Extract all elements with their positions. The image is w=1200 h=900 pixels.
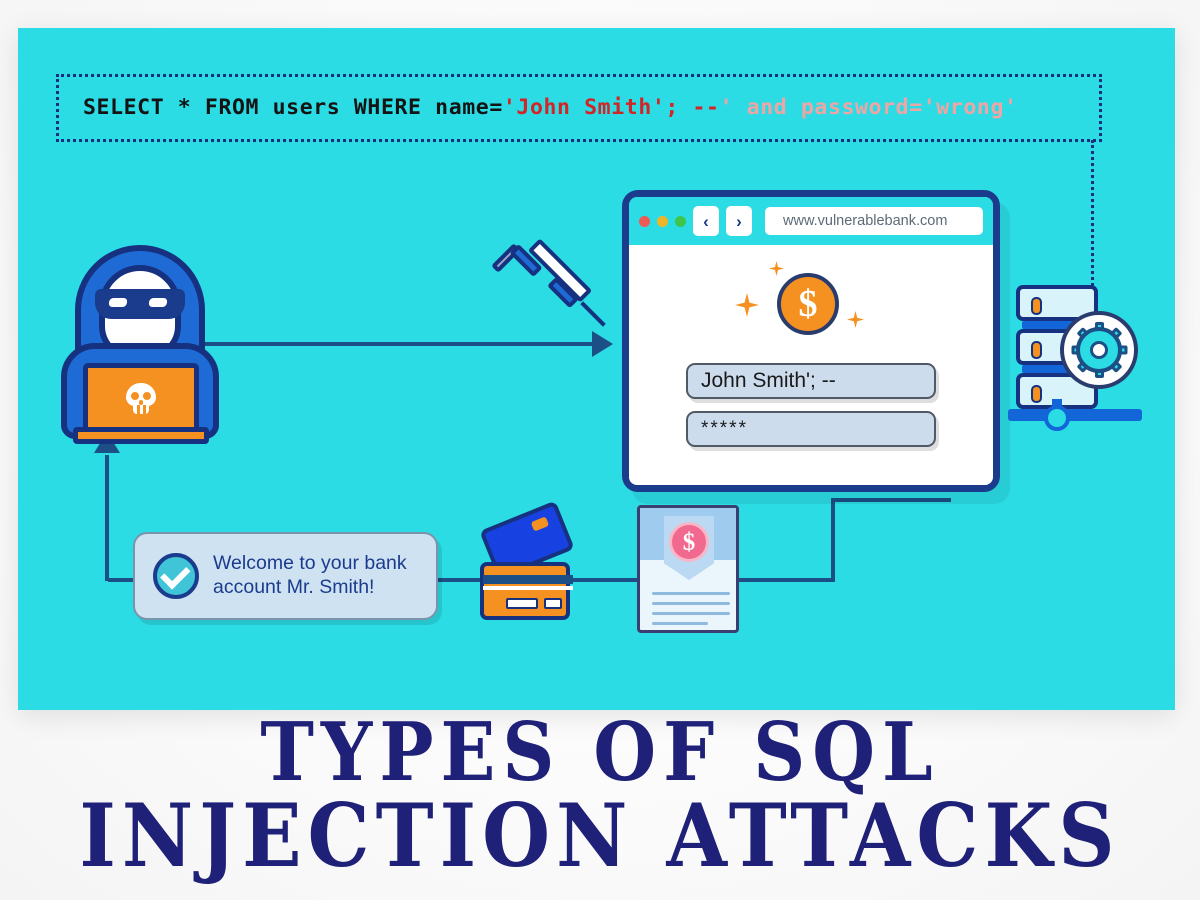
card-number-block-1	[506, 598, 538, 609]
hacker-mask-icon	[95, 289, 185, 319]
server-gear-badge	[1060, 311, 1138, 389]
flow-line-toast-to-hacker-vertical	[105, 455, 109, 581]
flow-line-right-top	[831, 498, 951, 502]
gear-icon	[1071, 322, 1128, 378]
skull-icon	[126, 383, 156, 415]
sql-commented-out: ' and password='wrong'	[719, 95, 1018, 121]
document-badge: $	[664, 516, 714, 580]
check-circle-icon	[153, 553, 199, 599]
card-number-block-2	[544, 598, 562, 609]
skull-nose	[139, 400, 143, 405]
window-maximize-dot[interactable]	[675, 215, 686, 227]
skull-eye-left	[131, 392, 139, 400]
hacker-laptop	[83, 363, 199, 435]
window-close-dot[interactable]	[639, 215, 650, 227]
server-connector-2	[1022, 365, 1090, 373]
sql-query-box: SELECT * FROM users WHERE name='John Smi…	[56, 74, 1102, 142]
syringe-needle	[580, 301, 606, 327]
server-led-3	[1031, 385, 1042, 403]
gear-center-hole	[1090, 341, 1108, 359]
browser-window[interactable]: ‹ › www.vulnerablebank.com $ John Smith'…	[622, 190, 1000, 492]
welcome-line-2: account Mr. Smith!	[213, 576, 375, 598]
dollar-coin-icon: $	[777, 273, 839, 335]
card-stripe-highlight	[483, 586, 573, 590]
flow-line-right-vertical	[831, 498, 835, 580]
flow-line-doc-to-right	[737, 578, 835, 582]
document-text-line-1	[652, 592, 730, 595]
server-base	[1008, 409, 1142, 421]
sql-injected-payload: 'John Smith'; --	[502, 95, 720, 121]
sql-query-line: SELECT * FROM users WHERE name='John Smi…	[59, 97, 1018, 119]
title-line-2: INJECTION ATTACKS	[79, 785, 1121, 888]
check-mark	[160, 558, 191, 590]
skull-tooth-1	[137, 405, 140, 414]
server-led-2	[1031, 341, 1042, 359]
credit-cards-icon	[479, 500, 590, 628]
hero-panel: SELECT * FROM users WHERE name='John Smi…	[18, 28, 1175, 710]
hacker-eye-right	[148, 298, 168, 307]
username-input[interactable]: John Smith'; --	[686, 363, 936, 399]
poster-title: TYPES OF SQL INJECTION ATTACKS	[0, 711, 1200, 881]
flow-line-hacker-to-browser	[200, 342, 600, 346]
forward-button[interactable]: ›	[726, 206, 752, 236]
badge-dollar-icon: $	[669, 522, 709, 562]
skull-tooth-2	[143, 405, 146, 414]
back-button[interactable]: ‹	[693, 206, 719, 236]
browser-toolbar: ‹ › www.vulnerablebank.com	[629, 197, 993, 245]
password-input[interactable]: *****	[686, 411, 936, 447]
server-unit-1	[1016, 285, 1098, 321]
hacker-eye-left	[108, 298, 128, 307]
database-server-icon	[1008, 285, 1148, 435]
welcome-toast: Welcome to your bank account Mr. Smith!	[133, 532, 438, 620]
document-text-line-3	[652, 612, 730, 615]
card-magnetic-stripe	[483, 575, 573, 584]
welcome-line-1: Welcome to your bank	[213, 552, 407, 575]
skull-eye-right	[143, 392, 151, 400]
skull-jaw	[133, 405, 149, 414]
server-led-1	[1031, 297, 1042, 315]
credit-card-orange	[480, 562, 573, 620]
server-node	[1044, 405, 1070, 431]
hacker-laptop-base	[73, 427, 209, 444]
card-chip-blue	[530, 516, 550, 532]
document-text-line-4	[652, 622, 708, 625]
sparkle-icon-2	[769, 261, 784, 276]
welcome-toast-text: Welcome to your bank account Mr. Smith!	[213, 552, 407, 600]
sparkle-icon-3	[847, 311, 864, 328]
browser-content: $ John Smith'; -- *****	[629, 245, 993, 485]
url-input[interactable]: www.vulnerablebank.com	[765, 207, 983, 235]
sql-to-server-dotted-line	[1091, 140, 1094, 315]
server-connector-1	[1022, 321, 1090, 329]
sql-prefix: SELECT * FROM users WHERE name=	[83, 95, 503, 121]
syringe-icon	[491, 238, 615, 348]
bank-coin-graphic: $	[721, 259, 901, 351]
bank-statement-document: $	[637, 505, 739, 633]
title-line-1: TYPES OF SQL	[260, 703, 940, 800]
document-text-line-2	[652, 602, 730, 605]
window-minimize-dot[interactable]	[657, 215, 668, 227]
arrow-hacker-to-browser	[592, 331, 613, 357]
hacker-illustration	[55, 245, 225, 445]
sparkle-icon-1	[735, 293, 759, 317]
skull-cranium	[126, 383, 156, 406]
